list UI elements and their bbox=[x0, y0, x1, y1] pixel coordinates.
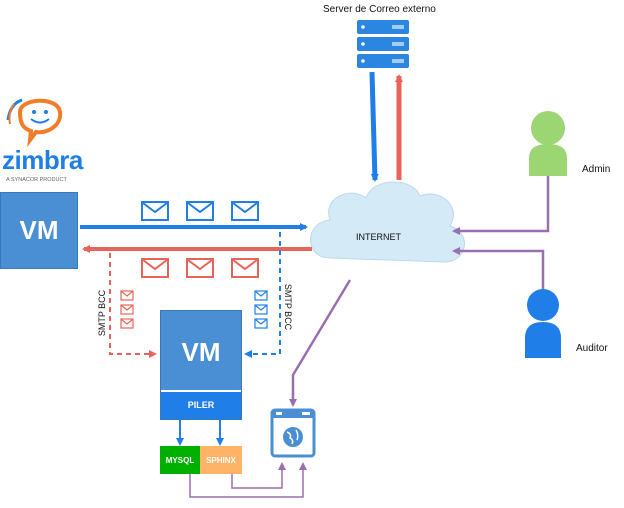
mail-icon bbox=[254, 318, 268, 329]
server-to-internet-arrow bbox=[369, 71, 379, 182]
mail-icon bbox=[141, 201, 169, 221]
mysql-db: MYSQL bbox=[160, 446, 200, 474]
mail-icon bbox=[120, 318, 134, 329]
mail-icon bbox=[254, 304, 268, 315]
mail-icon bbox=[186, 201, 214, 221]
mysql-to-portal-arrow bbox=[189, 462, 307, 498]
auditor-to-internet-arrow bbox=[452, 247, 545, 290]
smtp-bcc-left-label: SMTP BCC bbox=[97, 289, 107, 337]
smtp-bcc-left-arrow bbox=[109, 253, 157, 358]
mail-icon bbox=[120, 290, 134, 301]
mail-icon bbox=[231, 201, 259, 221]
server-icon bbox=[357, 20, 409, 68]
smtp-bcc-right-label: SMTP BCC bbox=[283, 283, 293, 331]
vm-zimbra: VM bbox=[0, 192, 78, 269]
smtp-bcc-right-arrow bbox=[244, 232, 281, 358]
mail-server-label: Server de Correo externo bbox=[323, 4, 436, 15]
auditor-user-icon bbox=[525, 289, 561, 358]
zimbra-tagline: A SYNACOR PRODUCT bbox=[6, 177, 67, 183]
sphinx-to-portal-arrow bbox=[231, 462, 286, 489]
sphinx-db: SPHINX bbox=[200, 446, 242, 474]
vm-piler: VM PILER bbox=[160, 310, 242, 420]
zimbra-logo bbox=[6, 98, 63, 148]
admin-label: Admin bbox=[582, 164, 611, 175]
vm-piler-label: VM bbox=[181, 337, 221, 367]
mail-icon bbox=[254, 290, 268, 301]
auditor-label: Auditor bbox=[576, 343, 608, 354]
vm-zimbra-label: VM bbox=[19, 215, 59, 245]
zimbra-brand: zimbra bbox=[2, 145, 83, 175]
internet-to-portal-arrow bbox=[289, 279, 352, 407]
internet-label: INTERNET bbox=[356, 232, 401, 242]
admin-to-internet-arrow bbox=[452, 176, 550, 235]
admin-user-icon bbox=[529, 111, 567, 176]
mail-icon bbox=[120, 304, 134, 315]
internet-cloud bbox=[310, 181, 465, 263]
piler-module: PILER bbox=[161, 389, 241, 419]
mail-icon bbox=[186, 258, 214, 278]
web-portal-icon bbox=[270, 408, 316, 458]
mail-icon bbox=[141, 258, 169, 278]
mail-icon bbox=[231, 258, 259, 278]
